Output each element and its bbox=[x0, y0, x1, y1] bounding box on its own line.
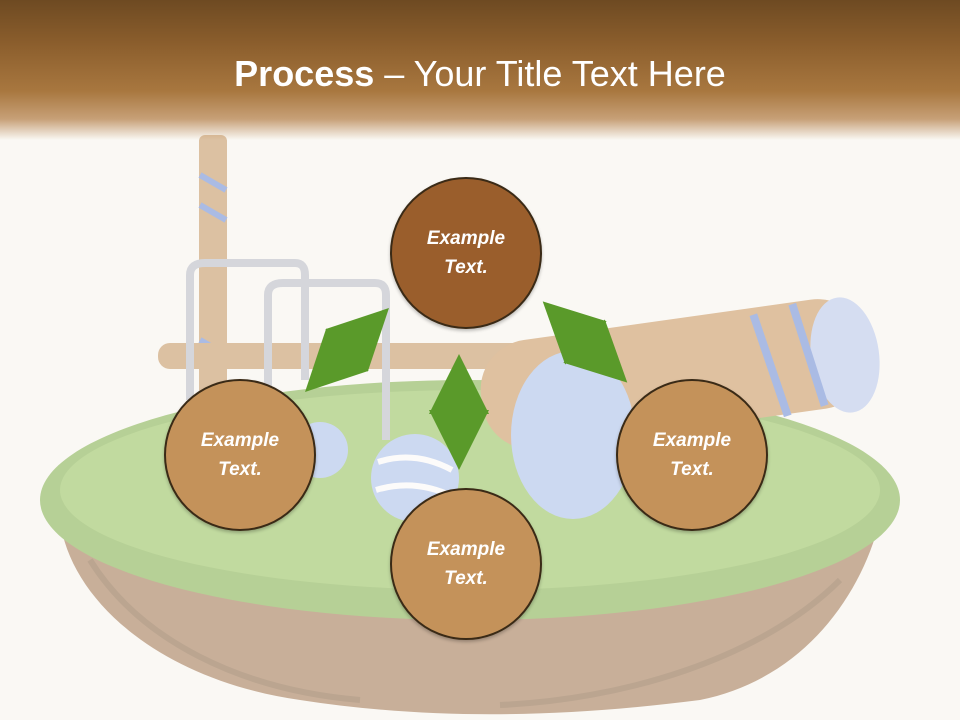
title-bold-text: Process bbox=[234, 53, 375, 94]
double-arrow-top-left bbox=[305, 308, 389, 392]
title-bar bbox=[0, 0, 960, 140]
large-ball-shape bbox=[511, 351, 635, 519]
title-rest-text: – Your Title Text Here bbox=[374, 53, 726, 94]
node-label-line1: Example bbox=[652, 430, 732, 451]
double-arrow-top-right bbox=[542, 301, 628, 383]
node-label-line2: Text. bbox=[218, 459, 262, 480]
node-label-line1: Example bbox=[426, 228, 506, 249]
node-label-line1: Example bbox=[200, 430, 280, 451]
page-title: Process – Your Title Text Here bbox=[0, 52, 960, 96]
node-label-line2: Text. bbox=[444, 568, 488, 589]
node-label-line2: Text. bbox=[670, 459, 714, 480]
hoop-shape bbox=[186, 259, 309, 400]
node-label-line2: Text. bbox=[444, 257, 488, 278]
node-label-line1: Example bbox=[426, 539, 506, 560]
